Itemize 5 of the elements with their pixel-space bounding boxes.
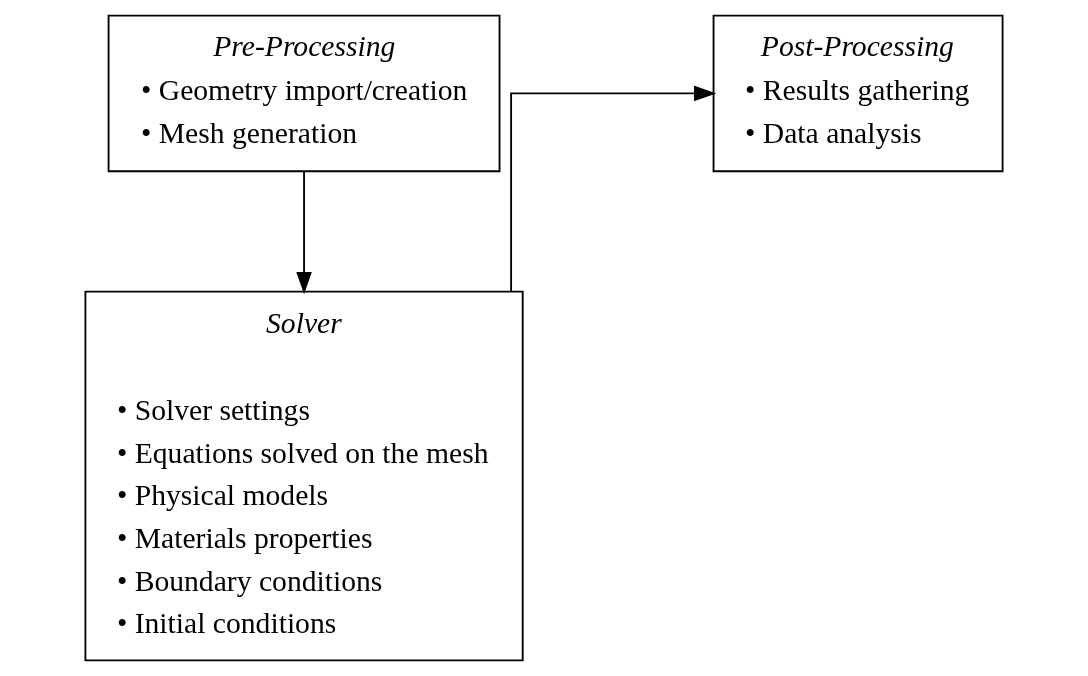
arrow bbox=[296, 170, 312, 295]
node-box: Solver • Solver settings • Equations solved on the mesh • Physical models • Materials properties • Boundary conditions • Initial conditions bbox=[84, 290, 524, 662]
arrow bbox=[510, 85, 717, 293]
node-box: Post-Processing • Results gathering • Data analysis bbox=[712, 14, 1004, 173]
node-box: Pre-Processing • Geometry import/creation • Mesh generation bbox=[107, 14, 501, 173]
